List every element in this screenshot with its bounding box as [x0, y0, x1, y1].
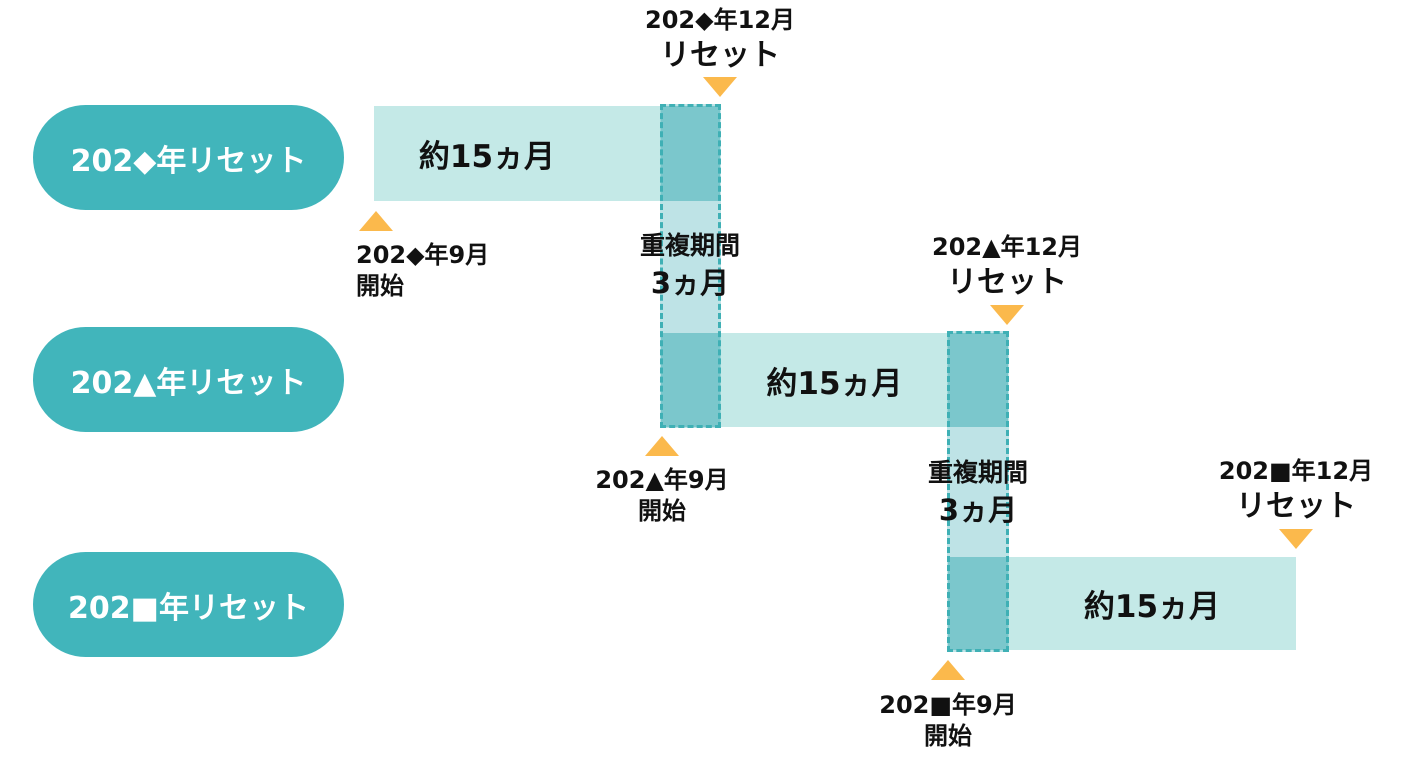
overlap-highlight [661, 106, 720, 201]
reset-marker-icon [990, 305, 1024, 325]
overlap-title: 重複期間 [927, 458, 1028, 487]
reset-label-2: 202▲年12月 リセット [907, 232, 1107, 303]
start-label-2: 202▲年9月 開始 [562, 465, 762, 527]
start-date: 202◆年9月 [356, 241, 490, 269]
overlap-region-1 [660, 104, 721, 428]
overlap-duration: 3ヵ月 [938, 493, 1018, 527]
reset-text: リセット [660, 38, 780, 73]
row-label-3: 202■年リセット [33, 552, 344, 657]
start-date: 202▲年9月 [595, 466, 729, 494]
overlap-region-2 [947, 331, 1009, 652]
start-label-1: 202◆年9月 開始 [356, 240, 489, 302]
reset-marker-icon [1279, 529, 1313, 549]
start-marker-icon [359, 211, 393, 231]
overlap-highlight [948, 333, 1008, 427]
reset-label-1: 202◆年12月 リセット [620, 5, 820, 76]
start-text: 開始 [356, 272, 404, 300]
reset-text: リセット [1236, 489, 1356, 524]
overlap-highlight [661, 333, 720, 427]
overlap-title: 重複期間 [639, 231, 740, 260]
overlap-label-2: 重複期間 3ヵ月 [908, 456, 1048, 530]
row-label-2: 202▲年リセット [33, 327, 344, 432]
reset-date: 202▲年12月 [932, 233, 1082, 261]
start-text: 開始 [924, 722, 972, 750]
overlap-highlight [948, 557, 1008, 650]
overlap-label-1: 重複期間 3ヵ月 [620, 229, 760, 303]
reset-marker-icon [703, 77, 737, 97]
reset-date: 202◆年12月 [645, 6, 795, 34]
start-text: 開始 [638, 497, 686, 525]
reset-text: リセット [947, 265, 1067, 300]
reset-date: 202■年12月 [1218, 457, 1374, 485]
duration-bar-label: 約15ヵ月 [418, 139, 556, 175]
start-label-3: 202■年9月 開始 [848, 690, 1048, 752]
start-marker-icon [645, 436, 679, 456]
reset-label-3: 202■年12月 リセット [1196, 456, 1396, 527]
duration-bar-label: 約15ヵ月 [1083, 589, 1221, 625]
row-label-1: 202◆年リセット [33, 105, 344, 210]
start-marker-icon [931, 660, 965, 680]
start-date: 202■年9月 [879, 691, 1017, 719]
duration-bar-label: 約15ヵ月 [766, 365, 903, 402]
overlap-duration: 3ヵ月 [650, 266, 730, 300]
